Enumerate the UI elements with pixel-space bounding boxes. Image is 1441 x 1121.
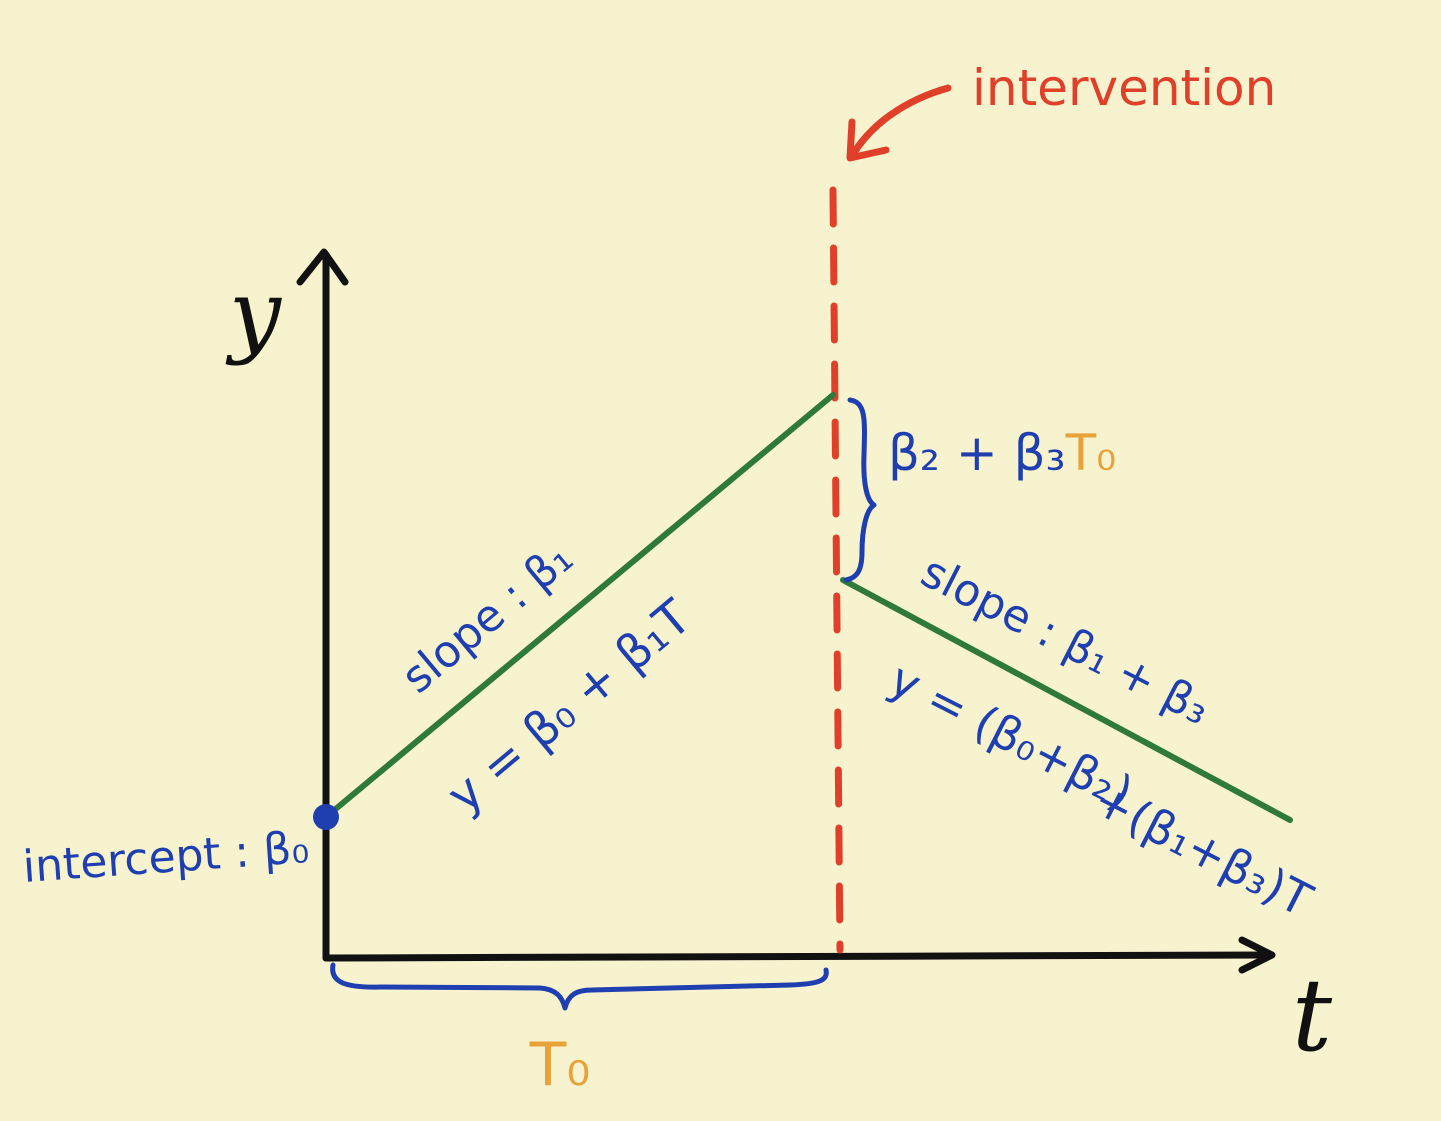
intercept-point [313, 804, 339, 830]
jump-label-suffix: T₀ [1065, 424, 1117, 482]
time-span-brace [330, 962, 829, 1011]
regression-lines [313, 392, 1293, 830]
time-span-label: T₀ [529, 1030, 591, 1100]
y-axis-label: y [225, 260, 282, 367]
x-axis-label: t [1292, 957, 1333, 1074]
intervention-label: intervention [972, 59, 1276, 117]
axes: y t [225, 248, 1333, 1074]
y-axis-arrowhead [296, 248, 349, 286]
jump-label: β₂ + β₃T₀ [888, 424, 1116, 482]
intervention-arrow [848, 84, 952, 160]
post-intervention-line [840, 577, 1293, 823]
intervention-line [829, 186, 844, 954]
jump-brace [843, 397, 877, 583]
intervention-arrowhead [846, 118, 890, 162]
intervention-marker: intervention [829, 59, 1276, 954]
pre-intervention-line [323, 392, 836, 820]
jump-label-prefix: β₂ + β₃ [888, 424, 1066, 482]
x-axis [322, 951, 1274, 962]
x-axis-arrowhead [1238, 936, 1276, 974]
